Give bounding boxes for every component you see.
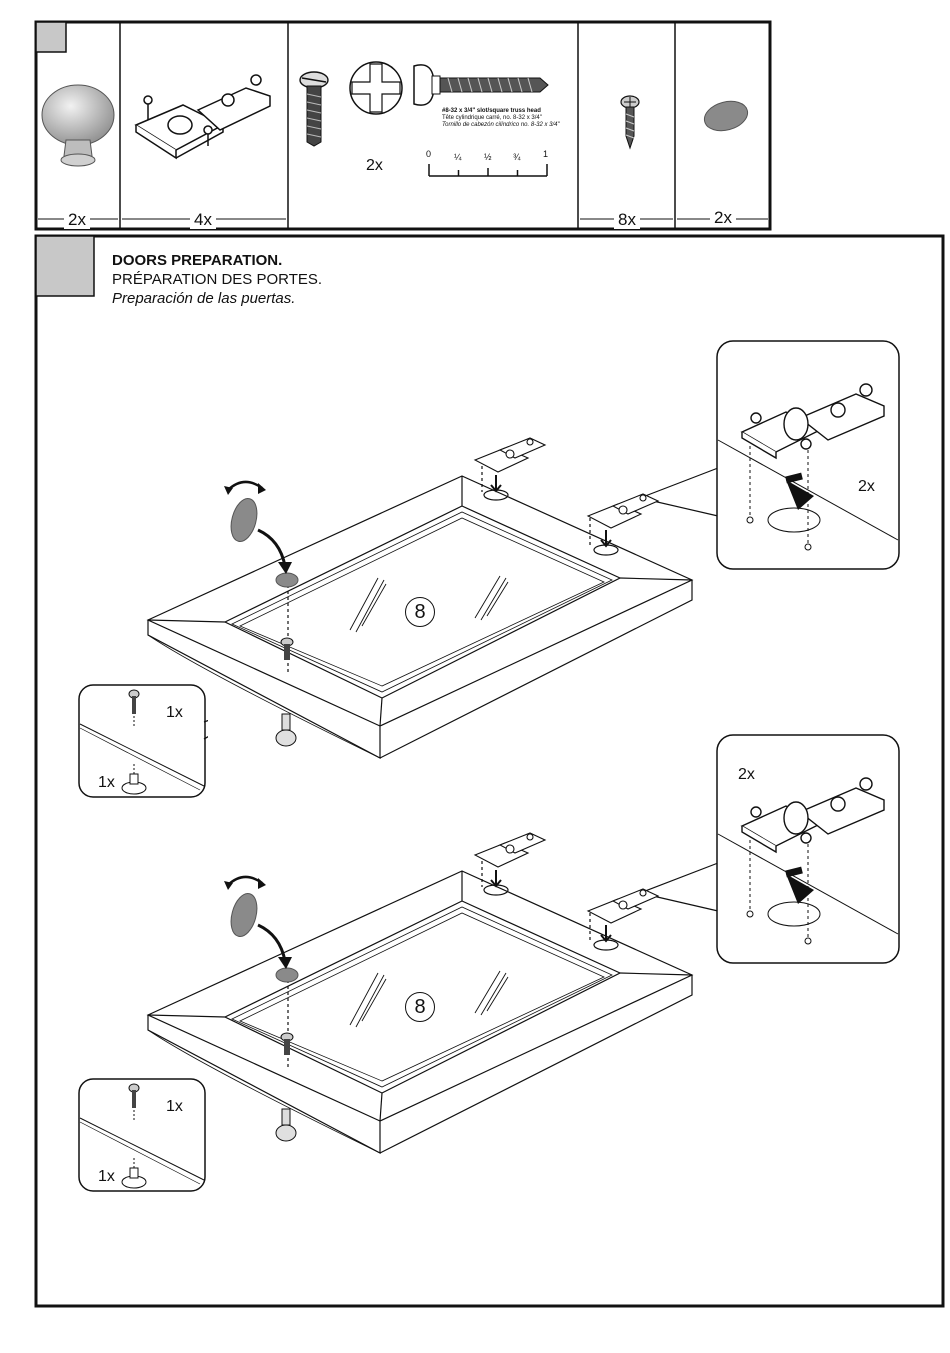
screw-spec-line1: #8-32 x 3/4" slot/square truss head (442, 108, 560, 115)
door-part-number-2: 8 (405, 992, 435, 1022)
truss-screw-icon (296, 70, 332, 148)
screw-side-icon (410, 60, 550, 110)
screw-spec-text: #8-32 x 3/4" slot/square truss head Tête… (442, 108, 560, 129)
step-title: DOORS PREPARATION. PRÉPARATION DES PORTE… (112, 251, 322, 308)
hinge-callout-qty-2: 2x (738, 766, 755, 784)
screw-spec-line2: Tête cylindrique carré, no. 8-32 x 3/4" (442, 115, 560, 122)
hinge-callout-qty-1: 2x (858, 478, 875, 496)
knob-icon (38, 80, 118, 175)
bumper-quantity: 2x (710, 209, 736, 227)
door-part-number-1: 8 (405, 597, 435, 627)
ruler-tick-quarter: ¼ (454, 152, 462, 162)
ruler-tick-0: 0 (426, 149, 431, 159)
ruler (425, 160, 555, 182)
knob-quantity: 2x (64, 211, 90, 229)
step-title-fr: PRÉPARATION DES PORTES. (112, 270, 322, 289)
ruler-tick-three-quarter: ¾ (513, 152, 521, 162)
screw-callout-qty-2: 1x (166, 1098, 183, 1116)
knob-callout-qty-2: 1x (98, 1168, 115, 1186)
ruler-tick-half: ½ (484, 152, 492, 162)
hinge-callout-1 (716, 340, 902, 572)
screw-spec-line3: Tornillo de cabezón cilíndrico no. 8-32 … (442, 122, 560, 129)
step-title-en: DOORS PREPARATION. (112, 251, 322, 270)
step-title-es: Preparación de las puertas. (112, 289, 322, 308)
bumper-pad-icon (700, 96, 752, 136)
wood-screw-icon (618, 94, 642, 150)
hinge-quantity: 4x (190, 211, 216, 229)
screw-callout-qty-1: 1x (166, 704, 183, 722)
screw-head-top-icon (348, 60, 404, 116)
wood-screw-quantity: 8x (614, 211, 640, 229)
hinge-icon (128, 70, 286, 170)
screw-quantity: 2x (366, 157, 383, 175)
ruler-tick-1: 1 (543, 149, 548, 159)
